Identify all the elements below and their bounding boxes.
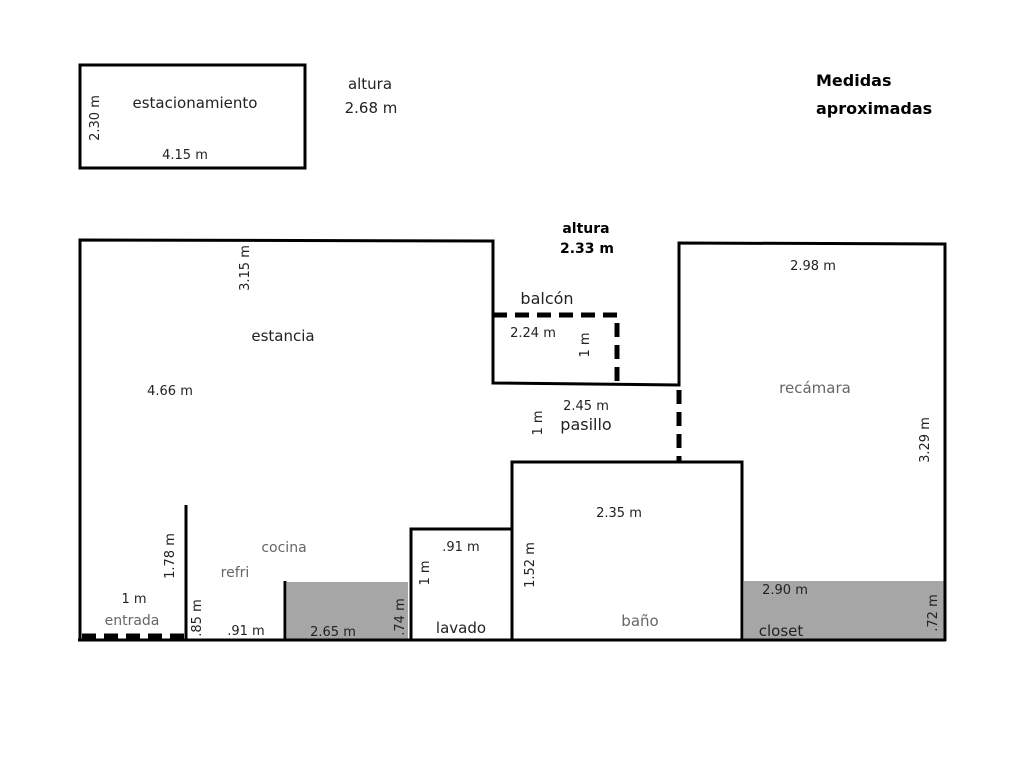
bano-label: baño xyxy=(621,612,658,630)
kitchen-counter xyxy=(287,582,408,640)
pasillo-dim2: 1 m xyxy=(531,410,546,435)
estancia-dim2: 4.66 m xyxy=(147,384,193,399)
bano-dim2: 1.52 m xyxy=(523,542,538,588)
parking-outline xyxy=(78,63,307,170)
estancia-label: estancia xyxy=(251,327,314,345)
counter-depth: .74 m xyxy=(393,598,408,635)
entrada-label: entrada xyxy=(105,613,160,629)
cocina-dim2: .85 m xyxy=(190,599,205,636)
estancia-dim1: 3.15 m xyxy=(238,245,253,291)
height-value: 2.68 m xyxy=(345,99,398,117)
recamara-dim1: 2.98 m xyxy=(790,259,836,274)
closet-area xyxy=(744,581,944,640)
recamara-label: recámara xyxy=(779,379,851,397)
bathroom-walls xyxy=(510,460,744,640)
recamara-dim2: 3.29 m xyxy=(918,417,933,463)
parking-width: 4.15 m xyxy=(162,148,208,163)
closet-label: closet xyxy=(759,622,804,640)
balcony-height-label: altura xyxy=(562,221,609,237)
refri-label: refri xyxy=(221,565,250,581)
balcony-railing xyxy=(493,312,620,385)
note-line2: aproximadas xyxy=(816,99,932,118)
parking-label: estacionamiento xyxy=(133,94,258,112)
lavado-dim1: .91 m xyxy=(442,540,479,555)
balcony-height-value: 2.33 m xyxy=(560,241,614,257)
lavado-dim2: 1 m xyxy=(418,560,433,585)
cocina-dim1: 1.78 m xyxy=(163,533,178,579)
balcon-label: balcón xyxy=(520,289,573,308)
counter-length: 2.65 m xyxy=(310,625,356,640)
outer-walls xyxy=(78,238,947,641)
bano-dim1: 2.35 m xyxy=(596,506,642,521)
closet-dim1: 2.90 m xyxy=(762,583,808,598)
note-line1: Medidas xyxy=(816,71,891,90)
entrada-dim1: 1 m xyxy=(121,592,146,607)
parking-height: 2.30 m xyxy=(88,95,103,141)
cocina-label: cocina xyxy=(261,540,306,556)
pasillo-label: pasillo xyxy=(560,415,611,434)
balcon-dim2: 1 m xyxy=(578,332,593,357)
pasillo-dim1: 2.45 m xyxy=(563,399,609,414)
closet-dim2: .72 m xyxy=(926,594,941,631)
laundry-walls xyxy=(409,527,512,640)
lavado-label: lavado xyxy=(436,619,486,637)
cocina-dim3: .91 m xyxy=(227,624,264,639)
balcon-dim1: 2.24 m xyxy=(510,326,556,341)
height-label: altura xyxy=(348,75,392,93)
